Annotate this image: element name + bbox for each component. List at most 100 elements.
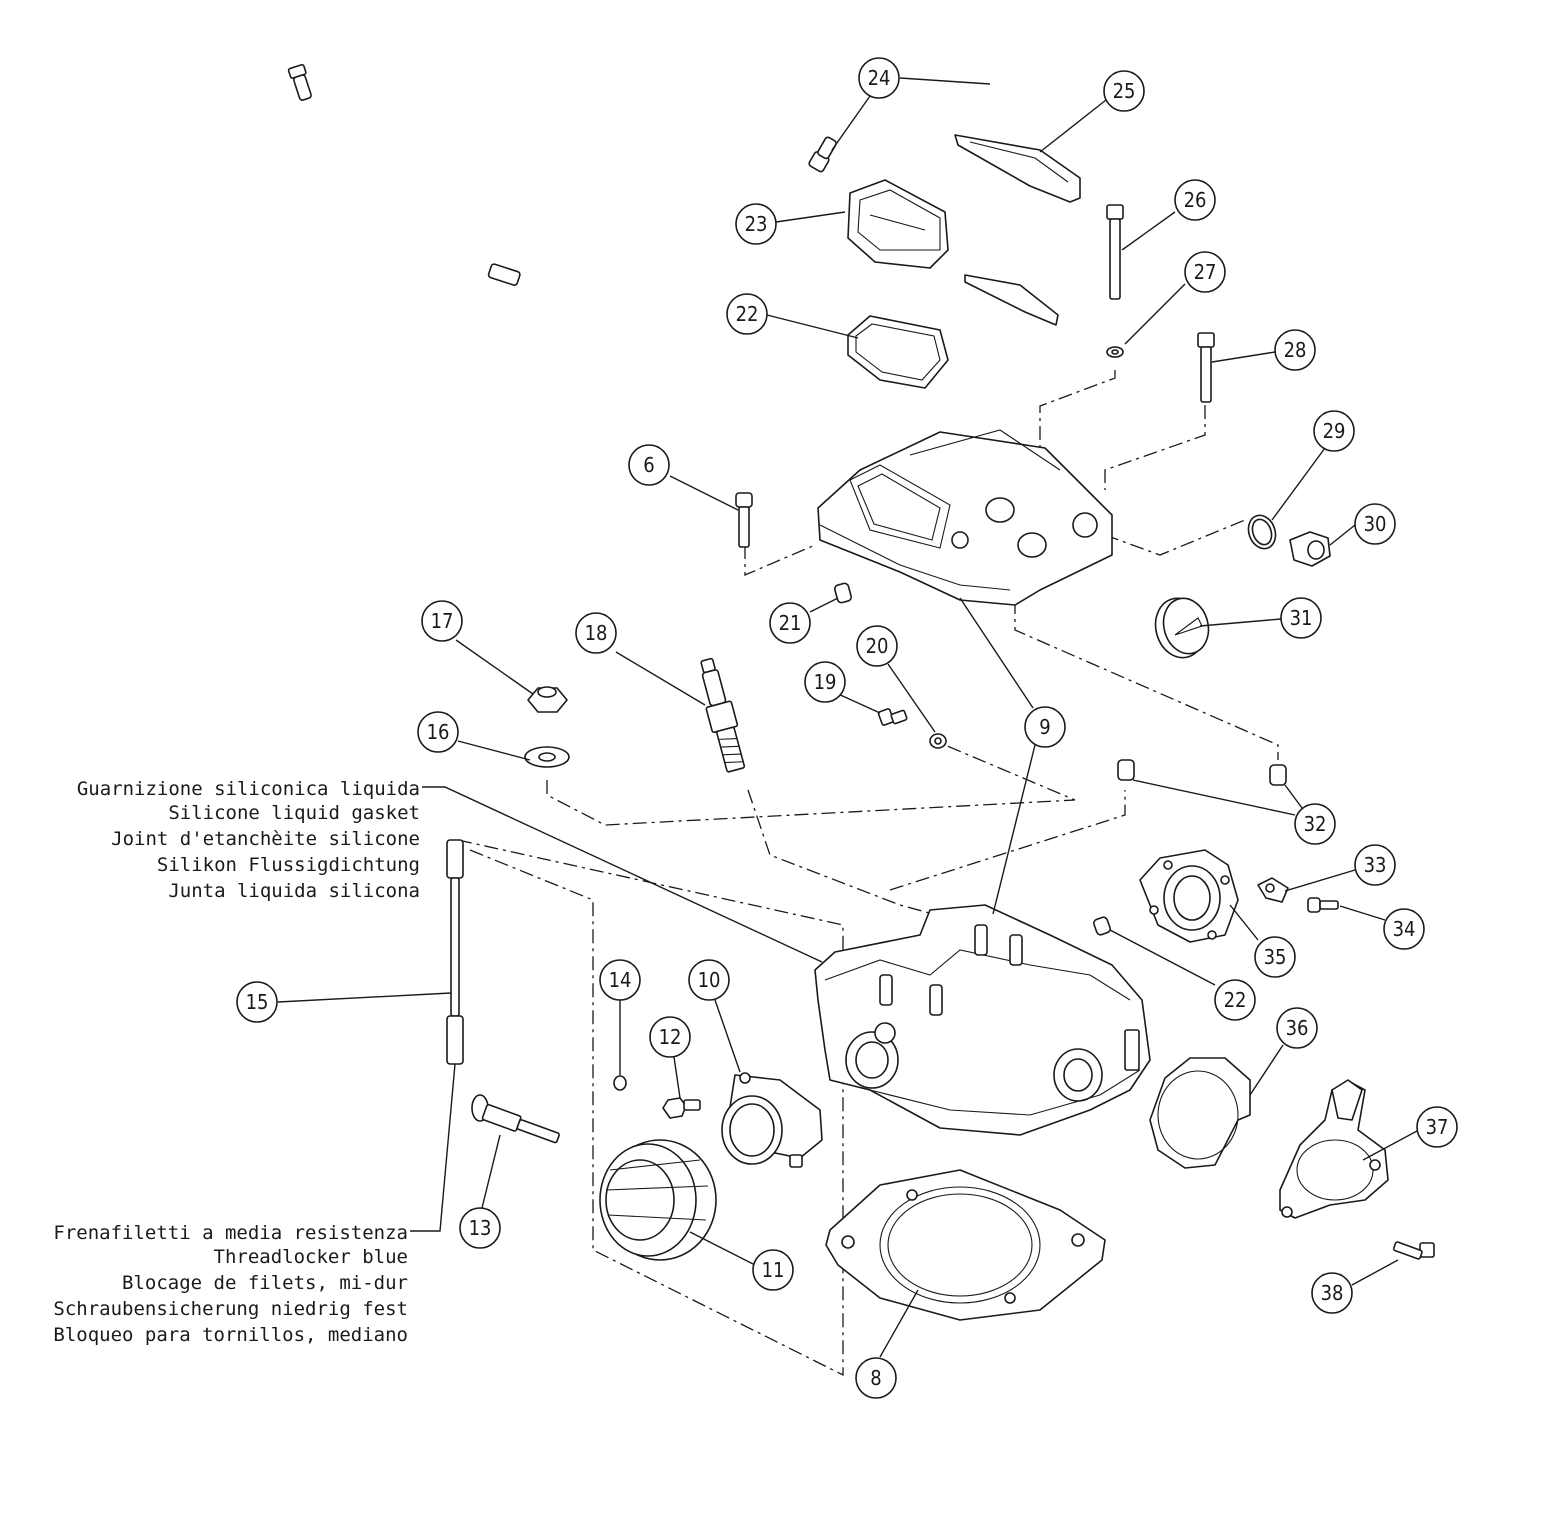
svg-text:9: 9 — [1039, 715, 1050, 739]
callout-25: 25 — [1103, 70, 1145, 112]
callout-23: 23 — [735, 203, 777, 245]
threadlocker-note-line: Blocage de filets, mi-dur — [122, 1272, 408, 1294]
callout-15: 15 — [236, 981, 278, 1023]
part-11-intake-boot — [599, 1139, 717, 1261]
part-cylinder-head-upper — [817, 429, 1113, 606]
sealant-note-line: Silikon Flussigdichtung — [157, 854, 420, 876]
part-13-valve — [471, 1094, 560, 1144]
threadlocker-note-line: Threadlocker blue — [214, 1246, 408, 1268]
callout-31: 31 — [1280, 597, 1322, 639]
callout-32: 32 — [1294, 803, 1336, 845]
part-10-intake-flange — [721, 1072, 823, 1168]
part-29-o-ring — [1247, 514, 1277, 550]
svg-text:15: 15 — [246, 990, 269, 1014]
part-31-cap — [1154, 597, 1210, 659]
svg-text:34: 34 — [1393, 917, 1416, 941]
callout-36: 36 — [1276, 1007, 1318, 1049]
svg-text:22: 22 — [1224, 988, 1247, 1012]
callout-24: 24 — [858, 57, 900, 99]
sealant-note-line: Junta liquida silicona — [168, 880, 420, 902]
callout-30: 30 — [1354, 503, 1396, 545]
svg-text:17: 17 — [431, 609, 454, 633]
callout-27: 27 — [1184, 251, 1226, 293]
callout-38: 38 — [1311, 1272, 1353, 1314]
sealant-note-line: Joint d'etanchèite silicone — [111, 828, 420, 850]
callout-21: 21 — [769, 602, 811, 644]
svg-text:36: 36 — [1286, 1016, 1309, 1040]
part-34-screw — [1307, 897, 1339, 913]
leader-lines — [277, 77, 1418, 1358]
part-36-gasket — [1149, 1057, 1251, 1169]
part-22-plug-lower — [1093, 916, 1111, 936]
svg-text:30: 30 — [1364, 512, 1387, 536]
sealant-note-line: Guarnizione siliconica liquida — [77, 778, 420, 800]
callout-29: 29 — [1313, 410, 1355, 452]
svg-text:29: 29 — [1323, 419, 1346, 443]
svg-text:10: 10 — [698, 968, 721, 992]
svg-text:22: 22 — [736, 302, 759, 326]
svg-text:14: 14 — [609, 968, 632, 992]
svg-text:8: 8 — [870, 1366, 881, 1390]
threadlocker-note-line: Frenafiletti a media resistenza — [53, 1222, 408, 1244]
part-33-bracket — [1257, 877, 1289, 903]
svg-text:13: 13 — [469, 1216, 492, 1240]
svg-text:38: 38 — [1321, 1281, 1344, 1305]
part-38-bolt — [1392, 1241, 1435, 1260]
part-12-bolt — [662, 1097, 701, 1119]
part-8-head-gasket — [825, 1169, 1106, 1321]
svg-text:26: 26 — [1184, 188, 1207, 212]
sealant-note: Guarnizione siliconica liquida Silicone … — [77, 778, 823, 963]
part-small-gasket — [964, 274, 1059, 326]
callout-11: 11 — [752, 1249, 794, 1291]
callout-14: 14 — [599, 959, 641, 1001]
part-14-o-ring — [613, 1075, 627, 1091]
svg-text:6: 6 — [643, 453, 654, 477]
callout-20: 20 — [856, 625, 898, 667]
svg-text:32: 32 — [1304, 812, 1327, 836]
part-21-dowel — [834, 582, 852, 604]
callout-19: 19 — [804, 661, 846, 703]
part-16-washer — [524, 746, 570, 768]
part-cylinder-head-lower — [814, 904, 1151, 1136]
part-30-plug — [1289, 531, 1331, 567]
svg-text:19: 19 — [814, 670, 837, 694]
svg-text:25: 25 — [1113, 79, 1136, 103]
svg-text:12: 12 — [659, 1025, 682, 1049]
callout-12: 12 — [649, 1016, 691, 1058]
svg-text:31: 31 — [1290, 606, 1313, 630]
callout-26: 26 — [1174, 179, 1216, 221]
part-6-bolt — [735, 492, 753, 548]
part-18-spark-plug — [700, 657, 746, 773]
callout-37: 37 — [1416, 1106, 1458, 1148]
part-27-washer — [1106, 346, 1124, 358]
svg-text:37: 37 — [1426, 1115, 1449, 1139]
threadlocker-note: Frenafiletti a media resistenza Threadlo… — [53, 1063, 456, 1346]
callout-18: 18 — [575, 612, 617, 654]
part-26-bolt — [1106, 204, 1124, 300]
callout-13: 13 — [459, 1207, 501, 1249]
part-28-bolt — [1197, 332, 1215, 403]
callout-6: 6 — [628, 444, 670, 486]
callout-9: 9 — [1024, 706, 1066, 748]
svg-text:33: 33 — [1364, 853, 1387, 877]
part-37-water-pump-cover — [1279, 1079, 1389, 1219]
callout-bubbles: 24 25 23 26 27 22 28 6 29 30 21 31 17 18… — [236, 57, 1458, 1399]
callout-22: 22 — [726, 293, 768, 335]
part-35-thermostat-housing — [1139, 849, 1239, 943]
callout-22-lower: 22 — [1214, 979, 1256, 1021]
svg-text:23: 23 — [745, 212, 768, 236]
svg-text:24: 24 — [868, 66, 891, 90]
part-19-fitting — [877, 708, 908, 726]
svg-text:28: 28 — [1284, 338, 1307, 362]
callout-28: 28 — [1274, 329, 1316, 371]
svg-text:35: 35 — [1264, 945, 1287, 969]
part-23-valve-cover — [847, 179, 949, 269]
callout-17: 17 — [421, 600, 463, 642]
part-22-gasket-upper — [847, 315, 949, 389]
part-15-stud — [446, 839, 464, 1065]
sealant-note-line: Silicone liquid gasket — [168, 802, 420, 824]
part-17-nut — [527, 686, 568, 713]
svg-text:21: 21 — [779, 611, 802, 635]
callout-10: 10 — [688, 959, 730, 1001]
part-32-dowels — [1117, 759, 1287, 786]
